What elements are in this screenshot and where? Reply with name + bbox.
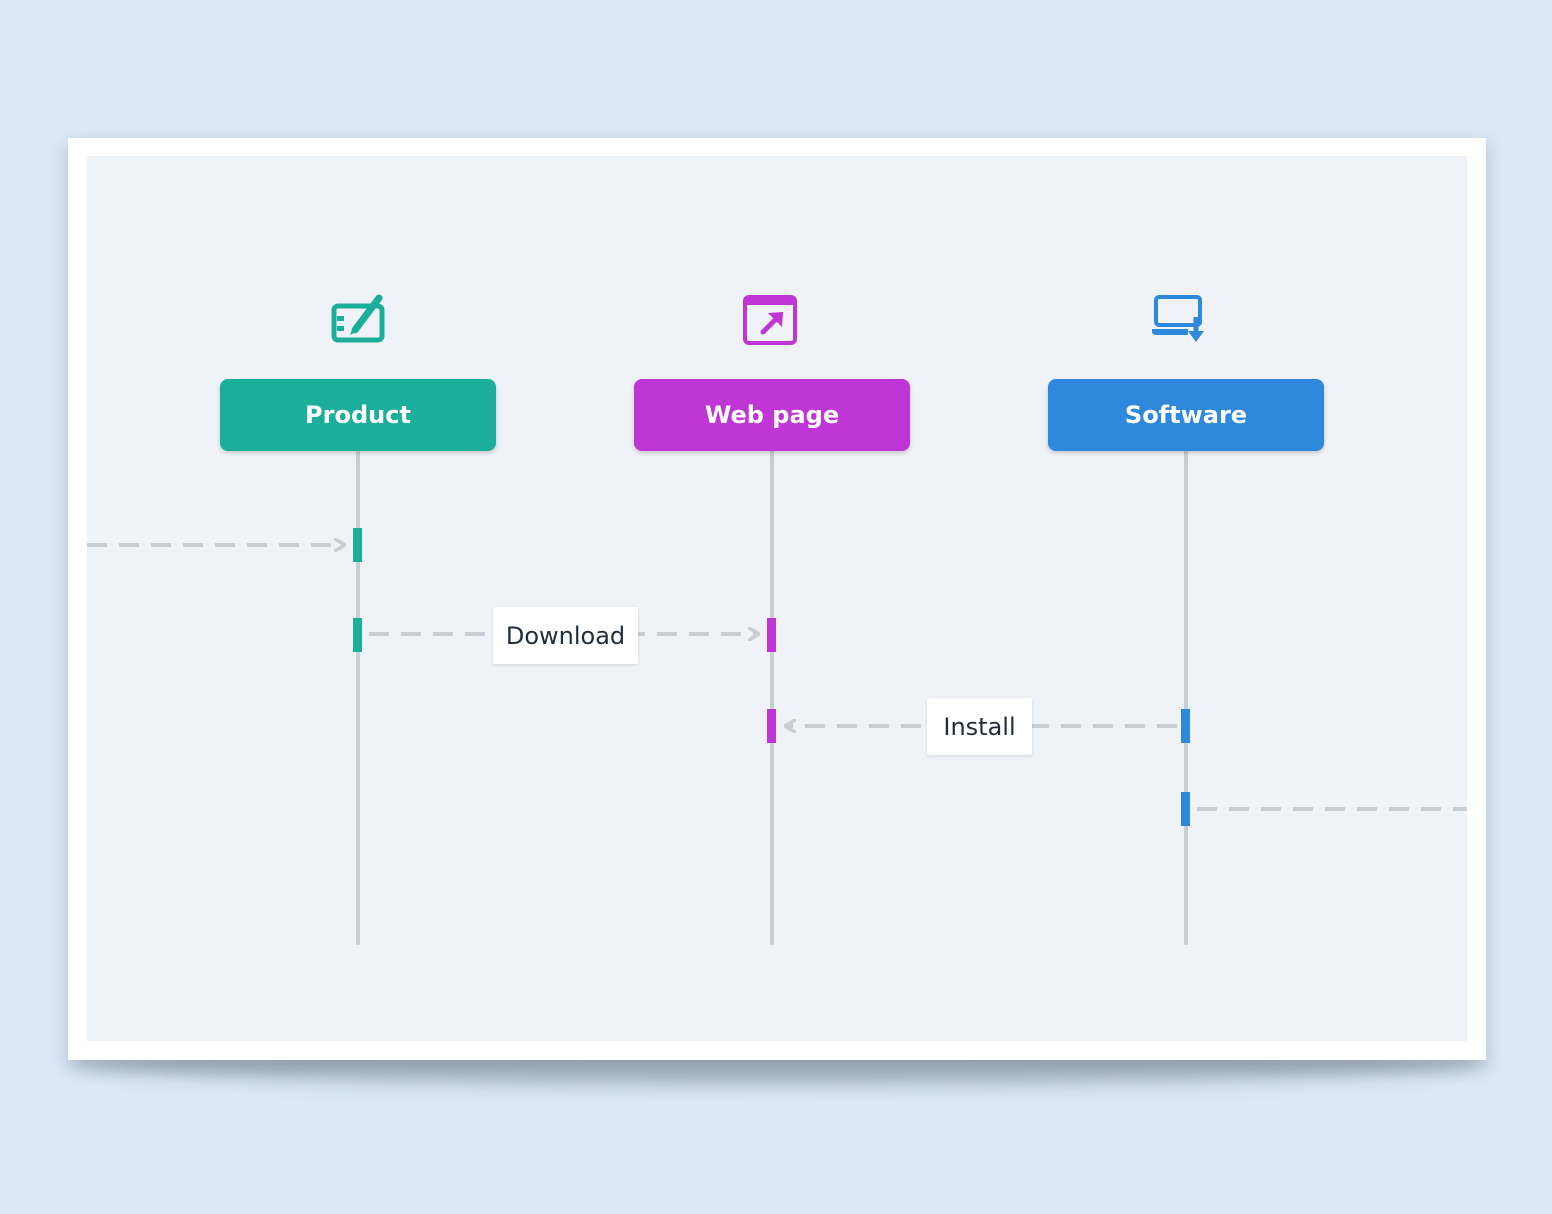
participant-label-web-page: Web page xyxy=(704,401,840,429)
message-label-install[interactable]: Install xyxy=(927,698,1032,755)
activation-product-1 xyxy=(353,528,362,562)
participant-product[interactable]: Product xyxy=(220,379,496,451)
diagram-card: Product Web page Software Download Insta… xyxy=(68,138,1486,1060)
participant-software[interactable]: Software xyxy=(1048,379,1324,451)
participant-web-page[interactable]: Web page xyxy=(634,379,910,451)
message-text-download: Download xyxy=(505,621,626,650)
message-label-download[interactable]: Download xyxy=(493,607,638,664)
diagram-svg xyxy=(87,447,1467,945)
participant-label-product: Product xyxy=(305,401,411,429)
activation-web-page-2 xyxy=(767,709,776,743)
external-link-window-icon xyxy=(743,295,797,345)
laptop-download-icon xyxy=(1152,295,1204,342)
activation-software-1 xyxy=(1181,709,1190,743)
drawing-tablet-icon xyxy=(331,294,385,343)
activation-software-2 xyxy=(1181,792,1190,826)
message-text-install: Install xyxy=(943,712,1016,741)
activation-product-2 xyxy=(353,618,362,652)
participant-label-software: Software xyxy=(1124,401,1248,429)
diagram-canvas: Product Web page Software Download Insta… xyxy=(87,156,1467,1041)
activation-web-page-1 xyxy=(767,618,776,652)
